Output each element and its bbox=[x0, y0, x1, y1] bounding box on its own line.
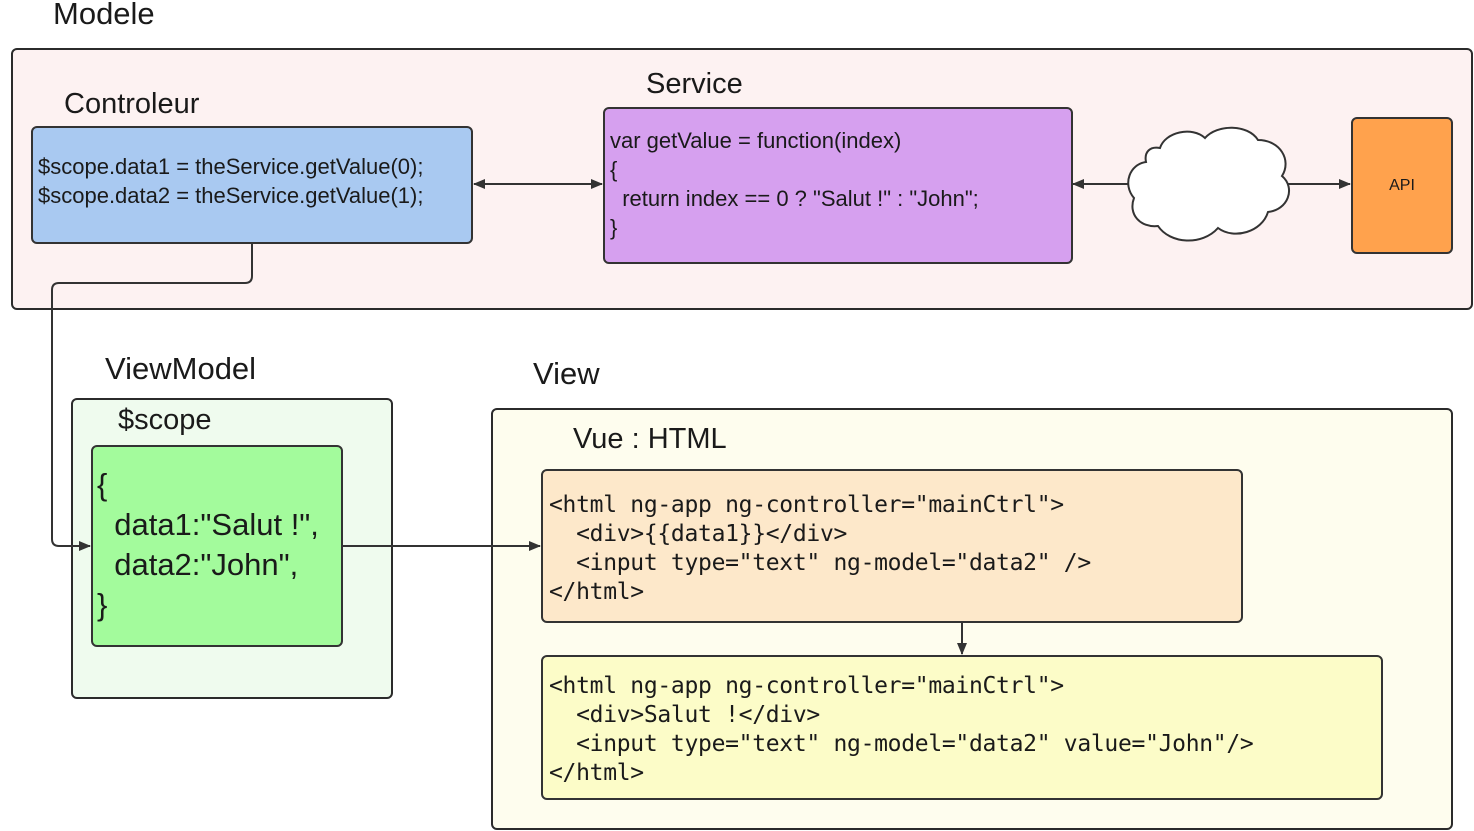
rendered-line-3: <input type="text" ng-model="data2" valu… bbox=[549, 731, 1254, 757]
controleur-title: Controleur bbox=[64, 88, 200, 120]
template-line-1: <html ng-app ng-controller="mainCtrl"> bbox=[549, 492, 1064, 518]
controleur-box: $scope.data1 = theService.getValue(0); $… bbox=[31, 126, 473, 244]
controleur-line-2: $scope.data2 = theService.getValue(1); bbox=[38, 183, 424, 208]
api-box: API bbox=[1351, 117, 1453, 254]
template-line-3: <input type="text" ng-model="data2" /> bbox=[549, 550, 1091, 576]
service-title: Service bbox=[646, 68, 743, 100]
view-title: View bbox=[533, 356, 600, 391]
scope-line-3: data2:"John", bbox=[97, 547, 299, 582]
scope-line-4: } bbox=[97, 587, 108, 622]
service-line-2: { bbox=[610, 157, 618, 182]
rendered-line-2: <div>Salut !</div> bbox=[549, 702, 820, 728]
service-line-3: return index == 0 ? "Salut !" : "John"; bbox=[610, 186, 979, 211]
vue-title: Vue : HTML bbox=[573, 423, 727, 455]
rendered-line-4: </html> bbox=[549, 760, 644, 786]
modele-title: Modele bbox=[53, 0, 155, 31]
service-box: var getValue = function(index) { return … bbox=[603, 107, 1073, 264]
template-line-2: <div>{{data1}}</div> bbox=[549, 521, 848, 547]
api-label: API bbox=[1389, 176, 1415, 194]
scope-line-1: { bbox=[97, 467, 108, 502]
scope-title: $scope bbox=[118, 404, 212, 436]
service-line-4: } bbox=[610, 215, 618, 240]
controleur-scope-arrow bbox=[51, 244, 253, 551]
cloud-icon bbox=[1127, 126, 1290, 242]
controleur-line-1: $scope.data1 = theService.getValue(0); bbox=[38, 154, 424, 179]
service-line-1: var getValue = function(index) bbox=[610, 128, 902, 153]
rendered-box: <html ng-app ng-controller="mainCtrl"> <… bbox=[541, 655, 1383, 800]
template-line-4: </html> bbox=[549, 579, 644, 605]
rendered-line-1: <html ng-app ng-controller="mainCtrl"> bbox=[549, 673, 1064, 699]
template-box: <html ng-app ng-controller="mainCtrl"> <… bbox=[541, 469, 1243, 623]
viewmodel-title: ViewModel bbox=[105, 351, 257, 386]
scope-box: { data1:"Salut !", data2:"John", } bbox=[91, 445, 343, 647]
scope-line-2: data1:"Salut !", bbox=[97, 507, 319, 542]
